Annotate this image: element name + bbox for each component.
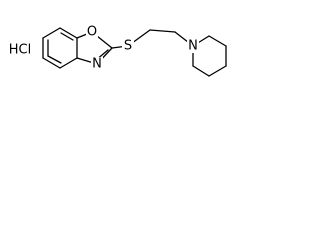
- bond: [42, 57, 61, 69]
- structure-diagram: O N S N HCl: [9, 25, 227, 77]
- bond: [149, 29, 176, 33]
- atom-nitrogen-piperidine: N: [187, 39, 199, 54]
- oxygen-label: O: [87, 25, 97, 40]
- bond: [208, 65, 227, 77]
- nitrogen-label: N: [92, 57, 102, 72]
- bond: [42, 27, 61, 39]
- atom-nitrogen-oxazole: N: [91, 57, 103, 72]
- double-bond-inner: [47, 55, 62, 64]
- piperidine-nitrogen-label: N: [188, 39, 198, 54]
- sulfur-label: S: [124, 39, 132, 54]
- bond: [59, 27, 78, 39]
- double-bond-inner: [60, 32, 74, 41]
- atom-sulfur: S: [122, 39, 134, 54]
- bond: [208, 35, 227, 47]
- salt-label: HCl: [9, 43, 31, 58]
- bond: [59, 57, 78, 69]
- atom-oxygen: O: [86, 25, 98, 40]
- bond: [192, 65, 210, 77]
- benzene-ring: [42, 27, 78, 69]
